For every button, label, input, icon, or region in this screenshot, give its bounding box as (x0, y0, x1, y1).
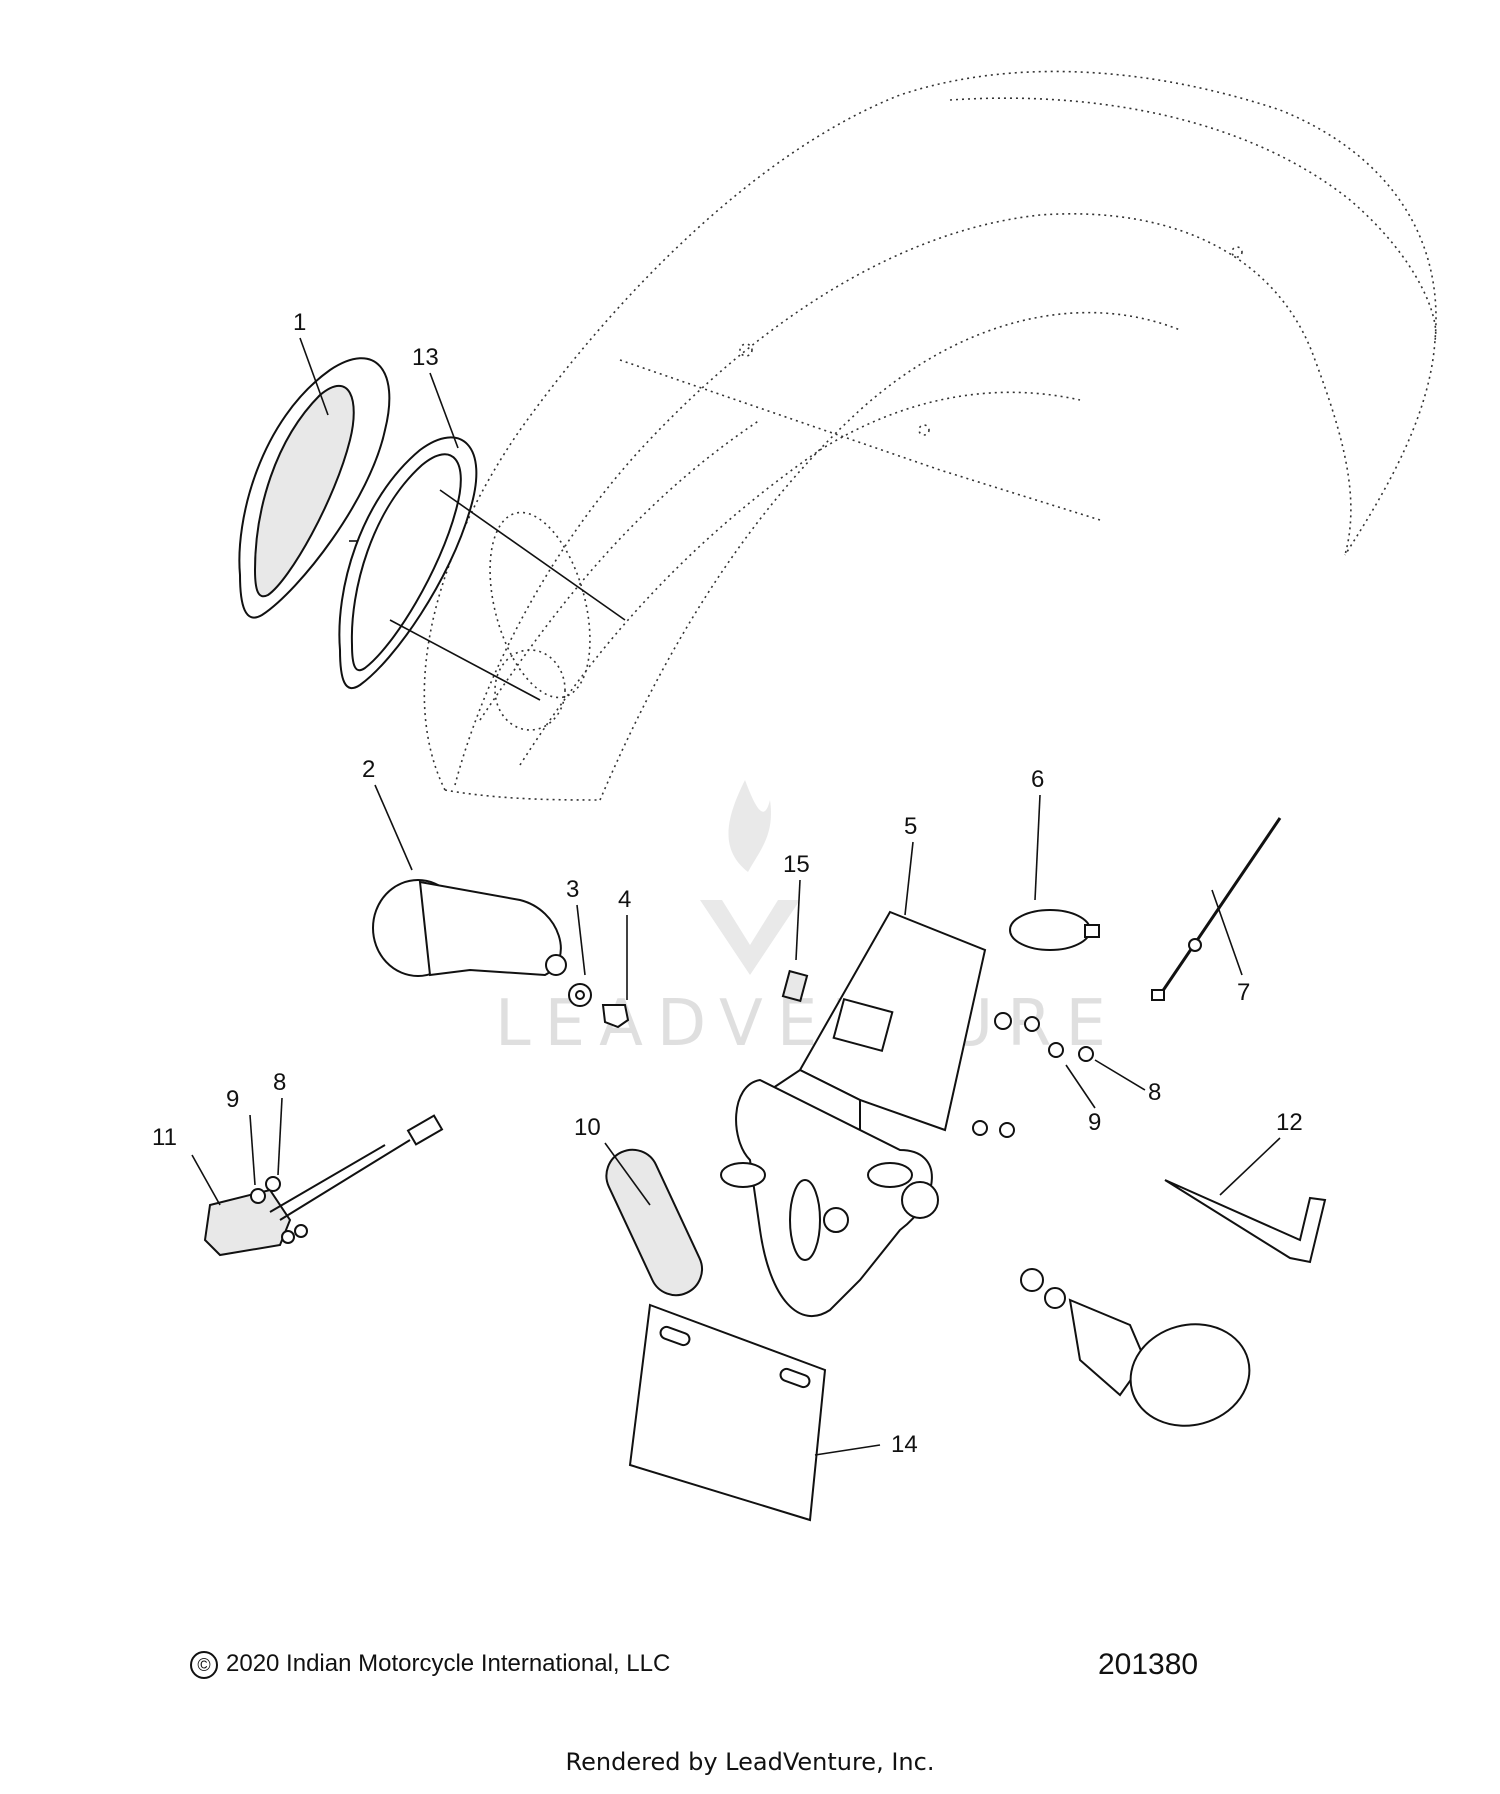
part-5-bracket (720, 910, 987, 1317)
part-15-clip (781, 969, 809, 1003)
part-3-washer (568, 983, 592, 1007)
part-12-hex-key (1164, 1179, 1327, 1264)
part-11-license-light (203, 1114, 444, 1257)
part-4-bolt (601, 1004, 630, 1029)
callout-12: 12 (1276, 1109, 1303, 1136)
part-14-license-plate (628, 1303, 827, 1522)
callout-1: 1 (293, 309, 306, 336)
callout-9-left: 9 (226, 1086, 239, 1113)
part-7-cable-tie (1151, 817, 1282, 1001)
part-1-tail-cover (238, 357, 391, 619)
part-2-turn-signal-left (372, 879, 567, 977)
part-10-reflector (605, 1148, 703, 1297)
nuts-and-washers-right (972, 1012, 1094, 1138)
callout-8-left: 8 (273, 1069, 286, 1096)
callout-8-right: 8 (1148, 1079, 1161, 1106)
copyright-notice: © 2020 Indian Motorcycle International, L… (190, 1650, 670, 1679)
copyright-text: 2020 Indian Motorcycle International, LL… (226, 1650, 671, 1677)
turn-signal-right (1020, 1268, 1251, 1427)
part-13-gasket (338, 436, 626, 701)
callout-11: 11 (152, 1124, 177, 1151)
callout-7: 7 (1237, 979, 1250, 1006)
callout-14: 14 (891, 1431, 918, 1458)
part-6-strap (1009, 909, 1100, 951)
callout-3: 3 (566, 876, 579, 903)
drawing-number: 201380 (1098, 1648, 1199, 1681)
callout-9-right: 9 (1088, 1109, 1101, 1136)
callout-5: 5 (904, 813, 917, 840)
callouts: 1 13 2 3 4 15 5 6 7 8 9 11 10 12 14 9 8 (152, 309, 1303, 1458)
rear-fender (423, 70, 1437, 801)
callout-10: 10 (574, 1114, 601, 1141)
rendered-by-footer: Rendered by LeadVenture, Inc. (565, 1748, 935, 1776)
callout-2: 2 (362, 756, 375, 783)
leader-lines (191, 337, 1281, 1456)
callout-15: 15 (783, 851, 810, 878)
callout-4: 4 (618, 886, 631, 913)
copyright-symbol: © (190, 1650, 218, 1679)
callout-13: 13 (412, 344, 439, 371)
callout-6: 6 (1031, 766, 1044, 793)
